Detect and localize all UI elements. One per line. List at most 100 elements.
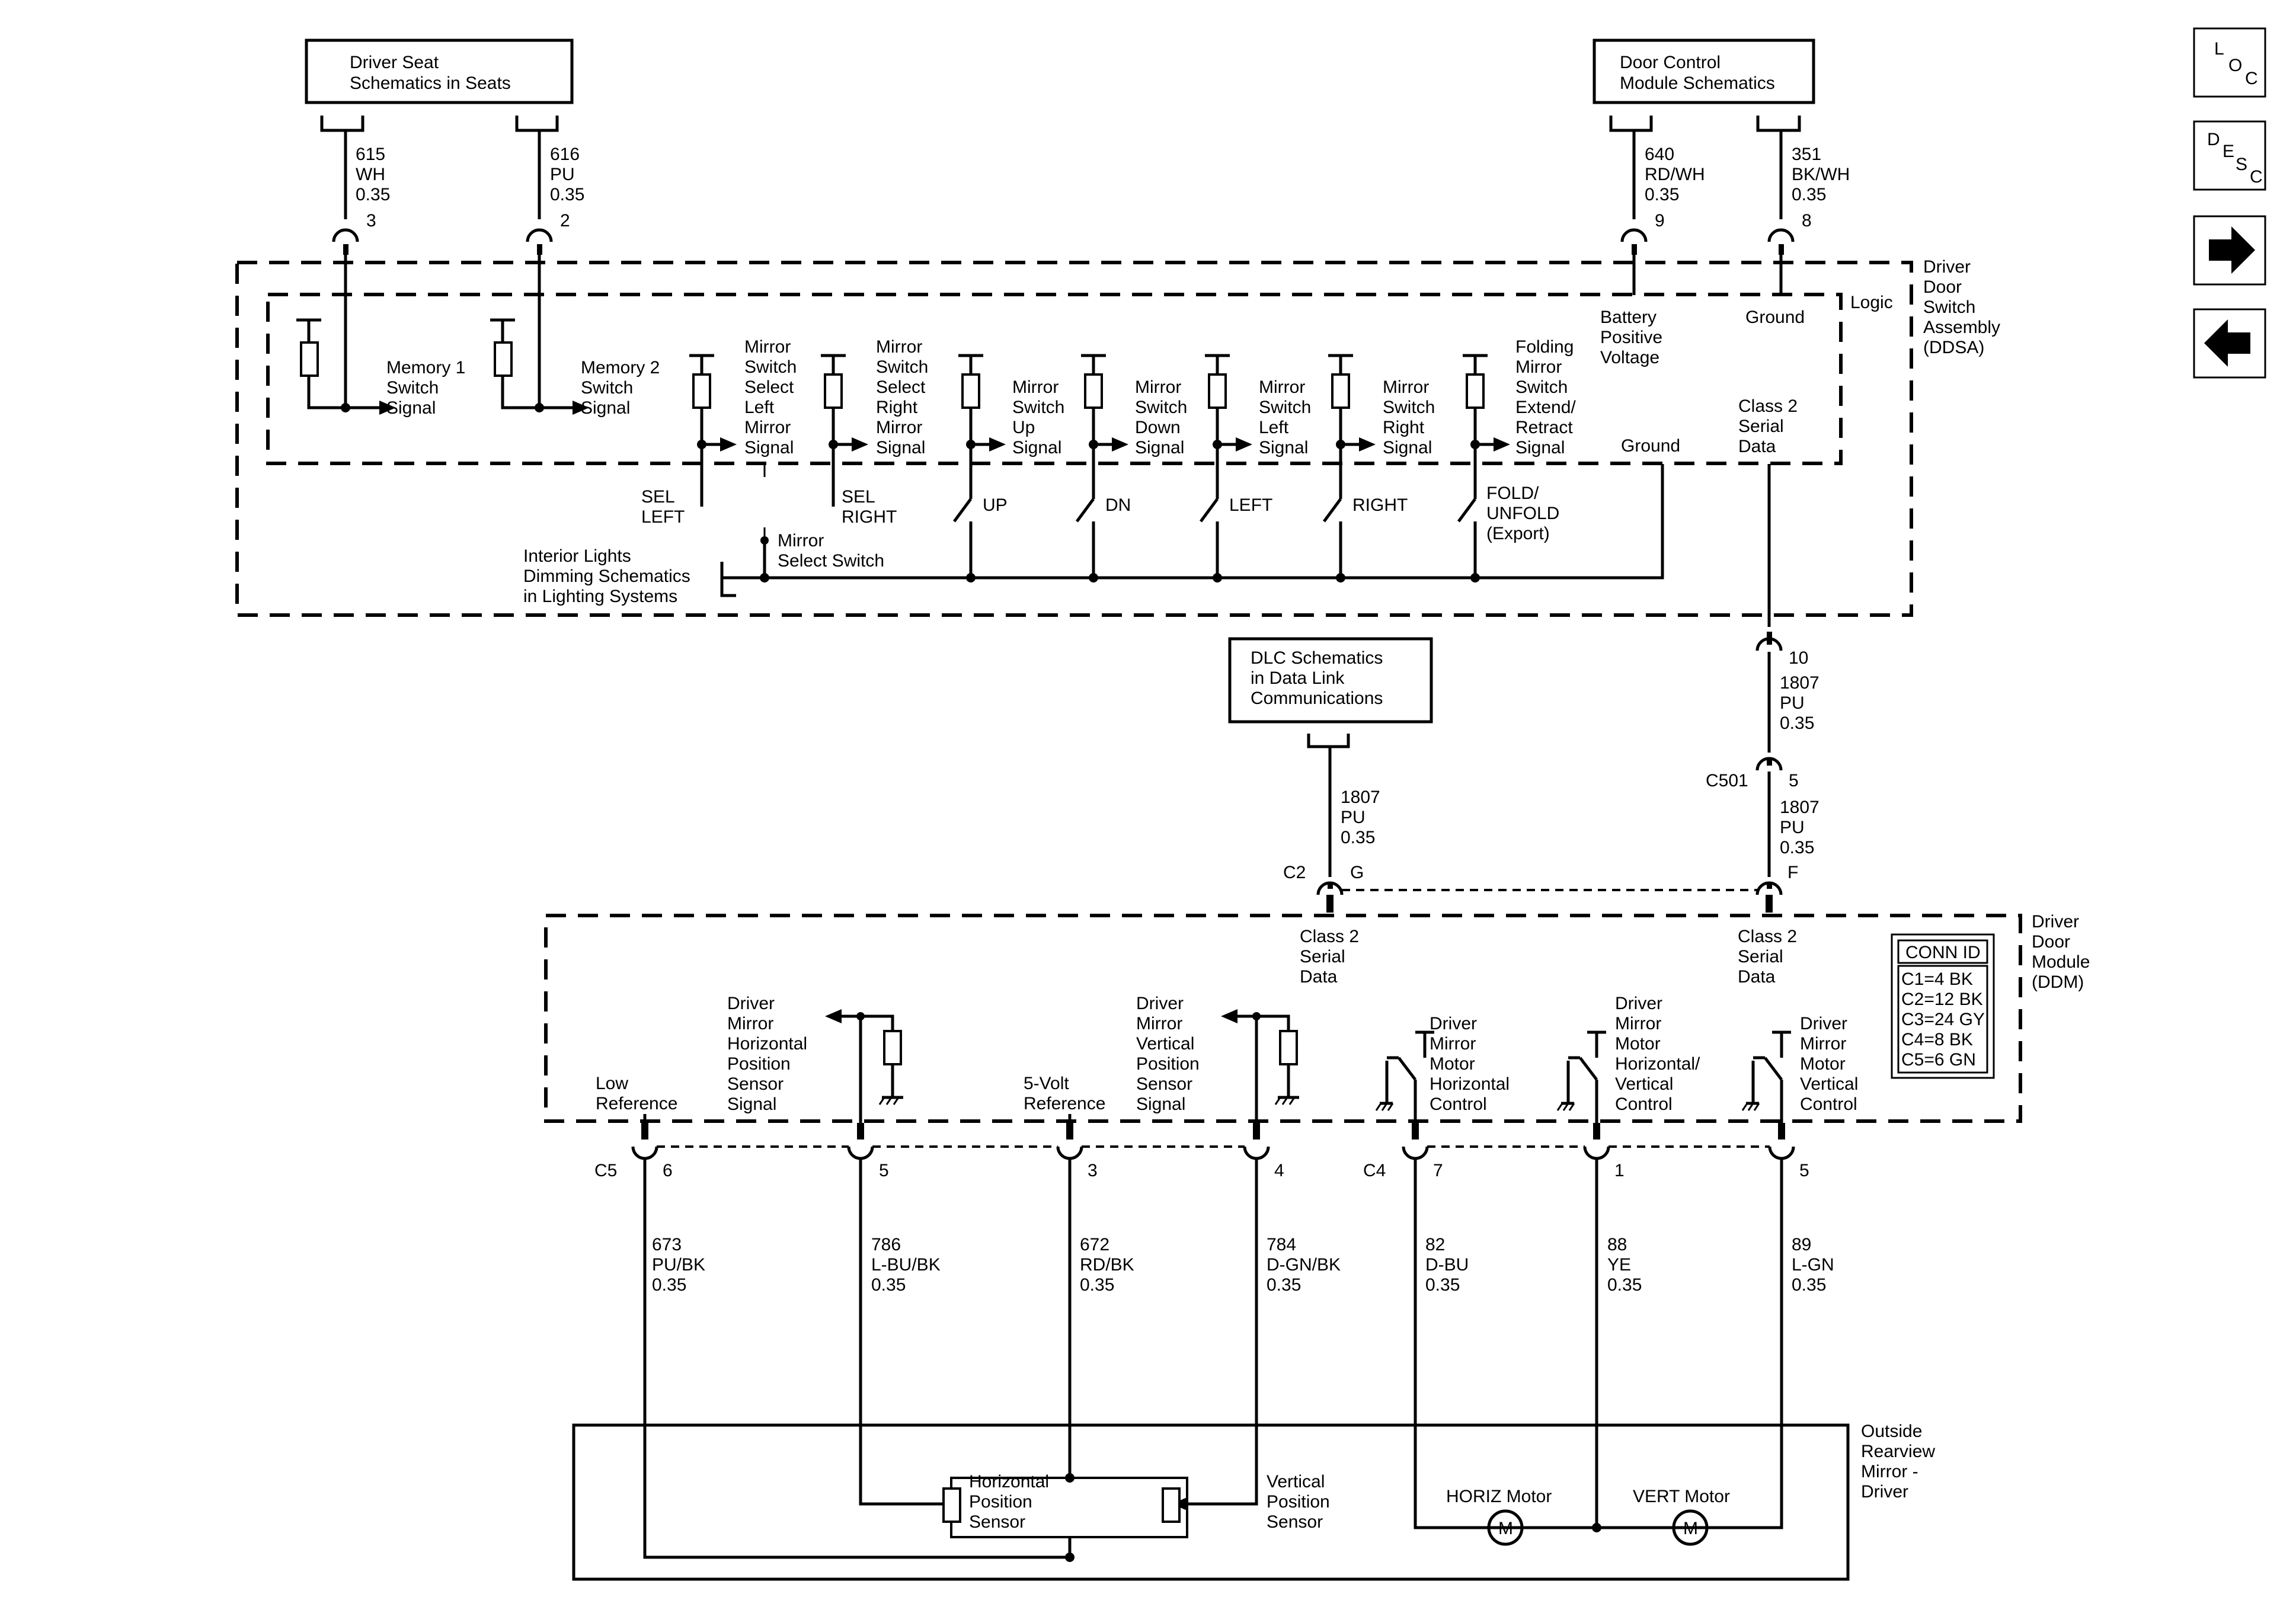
desc-button[interactable]: D E S C — [2193, 120, 2266, 191]
memory2-label: Memory 2 Switch Signal — [581, 358, 660, 418]
c5-pin6: 6 — [663, 1161, 673, 1180]
prev-page-button[interactable] — [2193, 308, 2266, 379]
hss-3: Horizontal — [727, 1034, 807, 1054]
ddm-class2-left: Class 2 Serial Data — [1300, 927, 1359, 987]
left-circuit — [1205, 354, 1252, 499]
wire-616-num: 616 — [550, 145, 580, 164]
w784-3: 0.35 — [1267, 1275, 1301, 1295]
vc-4: Vertical — [1800, 1074, 1858, 1094]
ddmc2l-3: Data — [1300, 967, 1338, 987]
rts-3: Right — [1383, 418, 1425, 437]
fds-5: Retract — [1515, 418, 1573, 437]
wire-1807dlc-label: 1807 PU 0.35 — [1341, 788, 1380, 847]
desc-c: C — [2250, 167, 2263, 187]
desc-s: S — [2236, 155, 2247, 174]
door-control-ref: Door Control Module Schematics — [1593, 39, 1815, 104]
ddm-title-1: Driver — [2032, 912, 2079, 932]
wire-640-size: 0.35 — [1645, 185, 1679, 204]
dns-2: Switch — [1135, 398, 1187, 417]
w786-1: 786 — [871, 1235, 901, 1254]
hv-ctrl-label: Driver Mirror Motor Horizontal/ Vertical… — [1615, 994, 1700, 1114]
mirror-title: Outside Rearview Mirror - Driver — [1861, 1422, 1935, 1502]
w88-2: YE — [1607, 1255, 1631, 1275]
vss-6: Signal — [1136, 1094, 1185, 1114]
sel-left-circuit — [689, 354, 737, 507]
next-page-button[interactable] — [2193, 215, 2266, 286]
srs-3: Select — [876, 377, 926, 397]
loc-l: L — [2214, 39, 2224, 59]
sel-right-signal-label: Mirror Switch Select Right Mirror Signal — [876, 337, 928, 457]
up-label: UP — [983, 495, 1008, 515]
memory2-line1: Memory 2 — [581, 358, 660, 377]
ddmc2l-2: Serial — [1300, 947, 1345, 966]
vc-1: Driver — [1800, 1014, 1847, 1033]
memory1-line1: Memory 1 — [386, 358, 465, 377]
srs-1: Mirror — [876, 337, 922, 357]
wire-615-size: 0.35 — [356, 185, 390, 204]
wire-640-color: RD/WH — [1645, 165, 1705, 184]
lfs-2: Switch — [1259, 398, 1311, 417]
five-volt-2: Reference — [1024, 1094, 1105, 1113]
logic-boundary — [266, 293, 1843, 465]
mss-1: Mirror — [778, 531, 824, 550]
low-ref-2: Reference — [596, 1094, 677, 1113]
hc-4: Horizontal — [1430, 1074, 1510, 1094]
ddmc2r-2: Serial — [1738, 947, 1783, 966]
wire-615-color: WH — [356, 165, 385, 184]
left-signal-label: Mirror Switch Left Signal — [1259, 377, 1311, 457]
rts-4: Signal — [1383, 438, 1432, 457]
vert-sensor-circuit — [1221, 1009, 1299, 1132]
srs-2: Switch — [876, 357, 928, 377]
vs-3: Sensor — [1267, 1512, 1323, 1532]
c4-pin1: 1 — [1614, 1161, 1625, 1180]
ups-1: Mirror — [1012, 377, 1059, 397]
fold-1: FOLD/ — [1486, 484, 1539, 503]
w672-1: 672 — [1080, 1235, 1109, 1254]
dn-label: DN — [1105, 495, 1131, 515]
arrow-left-icon — [2204, 319, 2250, 367]
pin-g: G — [1350, 863, 1364, 882]
w1807b-3: 0.35 — [1780, 838, 1814, 857]
ddmc2r-1: Class 2 — [1738, 927, 1797, 946]
right-circuit — [1328, 354, 1376, 499]
wire-786-label: 786 L-BU/BK 0.35 — [871, 1235, 941, 1295]
horiz-sensor-signal-label: Driver Mirror Horizontal Position Sensor… — [727, 994, 807, 1114]
w82-3: 0.35 — [1425, 1275, 1460, 1295]
loc-c: C — [2245, 69, 2258, 88]
battery-line3: Voltage — [1600, 348, 1659, 367]
w784-1: 784 — [1267, 1235, 1296, 1254]
dc2-3: Data — [1738, 437, 1776, 456]
battery-line2: Positive — [1600, 328, 1662, 347]
vss-2: Mirror — [1136, 1014, 1182, 1033]
w673-3: 0.35 — [652, 1275, 686, 1295]
door-control-ref-line2: Module Schematics — [1620, 73, 1775, 93]
sel-right-circuit — [821, 354, 868, 507]
ddsa-title-2: Door — [1923, 277, 1962, 297]
ddm-class2-right: Class 2 Serial Data — [1738, 927, 1797, 987]
wire-672-label: 672 RD/BK 0.35 — [1080, 1235, 1134, 1295]
wire-82-label: 82 D-BU 0.35 — [1425, 1235, 1469, 1295]
wire-88-label: 88 YE 0.35 — [1607, 1235, 1642, 1295]
w1807a-3: 0.35 — [1780, 713, 1814, 733]
vss-3: Vertical — [1136, 1034, 1194, 1054]
srs-4: Right — [876, 398, 918, 417]
lfs-4: Signal — [1259, 438, 1308, 457]
loc-button[interactable]: L O C — [2193, 27, 2266, 98]
w89-1: 89 — [1792, 1235, 1811, 1254]
w1807b-2: PU — [1780, 818, 1805, 837]
rts-1: Mirror — [1383, 377, 1429, 397]
wire-615-label: 615 WH 0.35 — [356, 145, 390, 204]
memory2-pullup — [490, 318, 589, 415]
wire-351-size: 0.35 — [1792, 185, 1826, 204]
w1807b-1: 1807 — [1780, 798, 1819, 817]
c5-connector — [631, 1123, 1270, 1160]
w673-1: 673 — [652, 1235, 682, 1254]
wire-616-label: 616 PU 0.35 — [550, 145, 584, 204]
right-signal-label: Mirror Switch Right Signal — [1383, 377, 1435, 457]
hc-1: Driver — [1430, 1014, 1477, 1033]
ilr-1: Interior Lights — [523, 546, 631, 566]
horiz-motor-symbol: M — [1498, 1519, 1513, 1538]
w88-1: 88 — [1607, 1235, 1627, 1254]
vert-sensor-label: Vertical Position Sensor — [1267, 1472, 1330, 1532]
ground-inner-label: Ground — [1621, 436, 1680, 456]
